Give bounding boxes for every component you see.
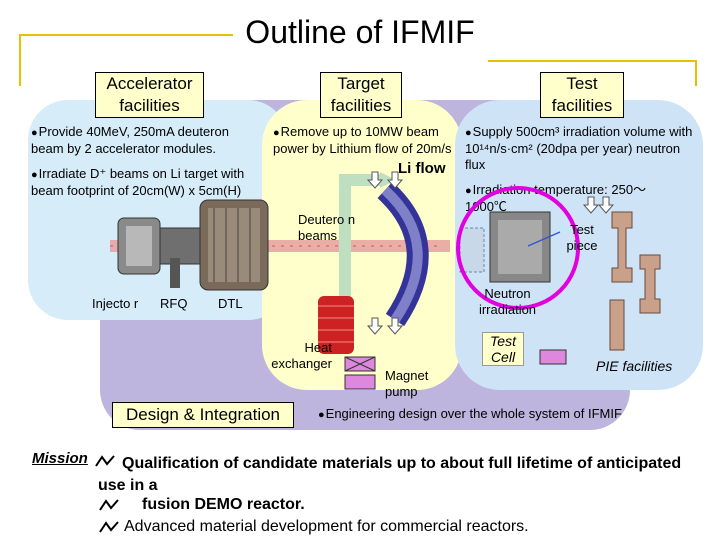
accelerator-bullet-1: Provide 40MeV, 250mA deuteron beam by 2 …: [31, 124, 256, 157]
test-cell-label: Test Cell: [482, 332, 524, 366]
mission-line-2: fusion DEMO reactor.: [142, 496, 305, 513]
injector-drawing: [117, 217, 161, 275]
test-module: [459, 211, 551, 283]
bullet-arrow-icon: [95, 455, 115, 467]
test-cell-highlight: [456, 186, 580, 310]
rfq-label: RFQ: [160, 296, 188, 311]
accelerator-bullet-2: Irradiate D⁺ beams on Li target with bea…: [31, 166, 276, 199]
design-integration-label: Design & Integration: [112, 402, 294, 428]
mission-label: Mission: [32, 450, 88, 467]
header-target: Target facilities: [320, 72, 402, 118]
test-piece-label: Test piece: [566, 222, 598, 253]
test-piece-pointer: [527, 231, 561, 247]
header-accelerator: Accelerator facilities: [95, 72, 204, 118]
li-flow-label: Li flow: [398, 160, 446, 177]
neutron-arrows: [366, 171, 615, 335]
heat-exchanger-coil: [318, 296, 354, 354]
pie-facilities-label: PIE facilities: [596, 358, 673, 374]
header-test: Test facilities: [540, 72, 624, 118]
mission-line-3: Advanced material development for commer…: [124, 518, 529, 535]
bullet-arrow-icon: [99, 499, 119, 511]
page-title: Outline of IFMIF: [245, 14, 475, 50]
bullet-arrow-icon: [99, 521, 119, 533]
magnet-pump: [344, 356, 376, 390]
mission-line-1: Qualification of candidate materials up …: [98, 455, 682, 494]
pie-box: [539, 349, 567, 365]
magnet-pump-label: Magnet pump: [385, 368, 429, 399]
dtl-drawing: [199, 199, 269, 291]
neutron-irradiation-label: Neutron irradiation: [478, 286, 537, 317]
deuteron-label: Deutero n beams: [298, 212, 356, 243]
design-bullet: Engineering design over the whole system…: [318, 406, 638, 423]
test-bullet-2: Irradiation temperature: 250〜1000℃: [465, 182, 680, 215]
rfq-drawing: [159, 227, 201, 288]
pie-specimens: [609, 211, 661, 351]
test-bullet-1: Supply 500cm³ irradiation volume with 10…: [465, 124, 693, 173]
injector-label: Injecto r: [92, 296, 139, 311]
target-bullet-1: Remove up to 10MW beam power by Lithium …: [273, 124, 463, 157]
dtl-label: DTL: [218, 296, 243, 311]
heat-exchanger-label: Heat exchanger: [271, 340, 332, 371]
